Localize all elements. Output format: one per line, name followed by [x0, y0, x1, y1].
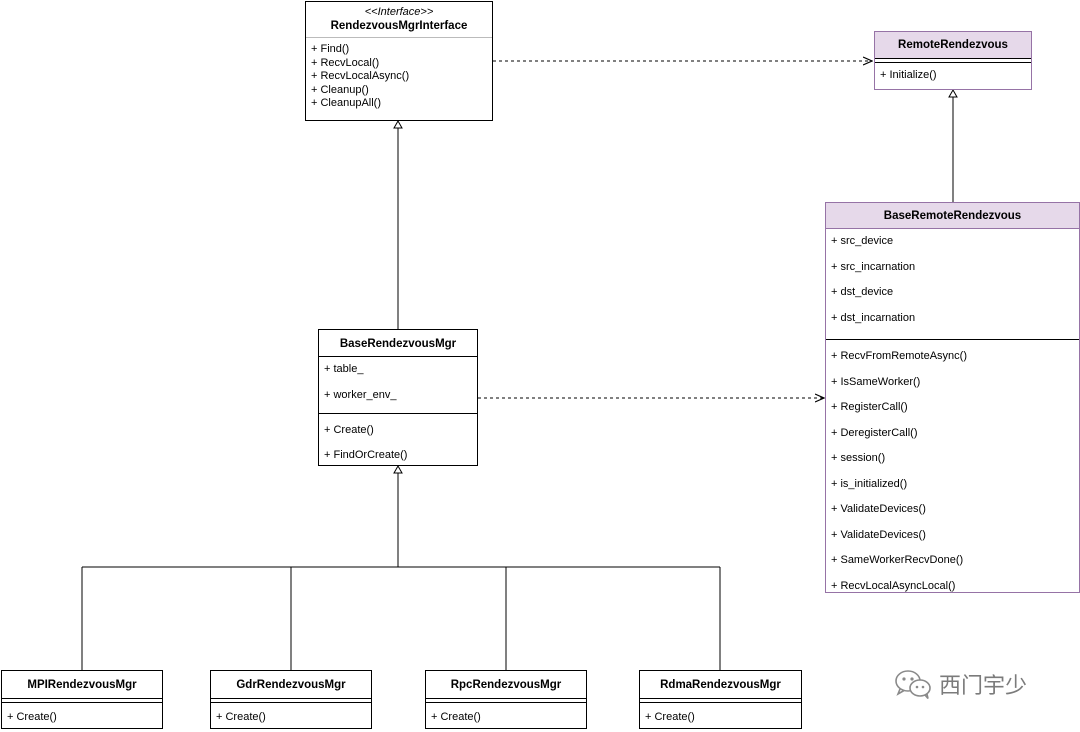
class-header: BaseRemoteRendezvous — [826, 203, 1079, 228]
wechat-icon — [895, 670, 931, 700]
empty-attribute-compartment — [875, 58, 1031, 63]
method-row: + CleanupAll() — [311, 97, 382, 109]
method-compartment: + Initialize() — [875, 63, 1031, 81]
class-gdr-rendezvous-mgr[interactable]: GdrRendezvousMgr + Create() — [210, 670, 372, 729]
attribute-compartment: + src_device + src_incarnation + dst_dev… — [826, 228, 1079, 339]
watermark-text: 西门宇少 — [939, 673, 1028, 698]
class-rendezvous-mgr-interface[interactable]: <<Interface>> RendezvousMgrInterface + F… — [305, 1, 493, 121]
stereotype-label: <<Interface>> — [364, 6, 434, 18]
method-row: + RegisterCall() — [831, 401, 908, 413]
class-header: RemoteRendezvous — [875, 32, 1031, 58]
class-name: BaseRemoteRendezvous — [883, 210, 1022, 222]
method-compartment: + Create() + FindOrCreate() — [319, 412, 477, 470]
class-name: MPIRendezvousMgr — [27, 679, 137, 691]
method-row: + RecvLocalAsyncLocal() — [831, 579, 956, 592]
attribute-compartment: + table_ + worker_env_ — [319, 356, 477, 413]
watermark: 西门宇少 — [893, 668, 1027, 700]
method-row: + Cleanup() — [311, 83, 369, 96]
method-row: + Find() — [311, 43, 350, 55]
class-name: GdrRendezvousMgr — [236, 679, 346, 691]
method-row: + SameWorkerRecvDone() — [831, 554, 964, 566]
method-compartment: + Create() — [426, 703, 586, 723]
method-row: + DeregisterCall() — [831, 426, 918, 439]
method-row: + RecvLocal() — [311, 56, 380, 69]
class-base-rendezvous-mgr[interactable]: BaseRendezvousMgr + table_ + worker_env_… — [318, 329, 478, 466]
method-row: + IsSameWorker() — [831, 375, 921, 388]
attribute-row: + src_incarnation — [831, 260, 916, 273]
method-compartment: + Create() — [2, 703, 162, 723]
method-row: + ValidateDevices() — [831, 528, 926, 541]
class-rdma-rendezvous-mgr[interactable]: RdmaRendezvousMgr + Create() — [639, 670, 802, 729]
method-row: + ValidateDevices() — [831, 503, 926, 515]
method-row: + Create() — [645, 711, 695, 723]
empty-attribute-compartment — [2, 698, 162, 703]
class-name: RendezvousMgrInterface — [330, 20, 468, 32]
empty-attribute-compartment — [211, 698, 371, 703]
class-rpc-rendezvous-mgr[interactable]: RpcRendezvousMgr + Create() — [425, 670, 587, 729]
class-name: RdmaRendezvousMgr — [660, 679, 781, 691]
attribute-row: + worker_env_ — [324, 388, 397, 401]
class-header: <<Interface>> RendezvousMgrInterface — [306, 2, 492, 37]
method-compartment: + RecvFromRemoteAsync() + IsSameWorker()… — [826, 339, 1079, 605]
method-row: + RecvFromRemoteAsync() — [831, 350, 968, 362]
class-header: GdrRendezvousMgr — [211, 671, 371, 698]
class-remote-rendezvous[interactable]: RemoteRendezvous + Initialize() — [874, 31, 1032, 90]
method-row: + Initialize() — [880, 69, 937, 81]
method-row: + Create() — [7, 711, 57, 723]
method-row: + Create() — [216, 711, 266, 723]
method-row: + Create() — [431, 711, 481, 723]
attribute-row: + src_device — [831, 235, 894, 247]
method-row: + session() — [831, 452, 886, 464]
method-row: + is_initialized() — [831, 477, 908, 490]
class-name: RpcRendezvousMgr — [450, 679, 562, 691]
inherit-arrow-interface — [393, 119, 403, 129]
method-row: + FindOrCreate() — [324, 449, 408, 461]
empty-attribute-compartment — [640, 698, 801, 703]
attribute-row: + dst_incarnation — [831, 311, 916, 324]
class-base-remote-rendezvous[interactable]: BaseRemoteRendezvous + src_device + src_… — [825, 202, 1080, 593]
attribute-row: + dst_device — [831, 286, 894, 298]
class-header: RdmaRendezvousMgr — [640, 671, 801, 698]
method-compartment: + Create() — [640, 703, 801, 723]
method-row: + RecvLocalAsync() — [311, 70, 410, 82]
inherit-arrow-base — [393, 464, 403, 474]
attribute-row: + table_ — [324, 363, 364, 375]
class-header: BaseRendezvousMgr — [319, 330, 477, 356]
empty-attribute-compartment — [426, 698, 586, 703]
class-name: RemoteRendezvous — [898, 39, 1008, 51]
class-header: RpcRendezvousMgr — [426, 671, 586, 698]
class-mpi-rendezvous-mgr[interactable]: MPIRendezvousMgr + Create() — [1, 670, 163, 729]
method-compartment: + Create() — [211, 703, 371, 723]
inherit-arrow-remote — [948, 88, 958, 98]
method-compartment: + Find() + RecvLocal() + RecvLocalAsync(… — [306, 37, 492, 111]
class-name: BaseRendezvousMgr — [339, 338, 457, 350]
method-row: + Create() — [324, 423, 374, 436]
class-header: MPIRendezvousMgr — [2, 671, 162, 698]
